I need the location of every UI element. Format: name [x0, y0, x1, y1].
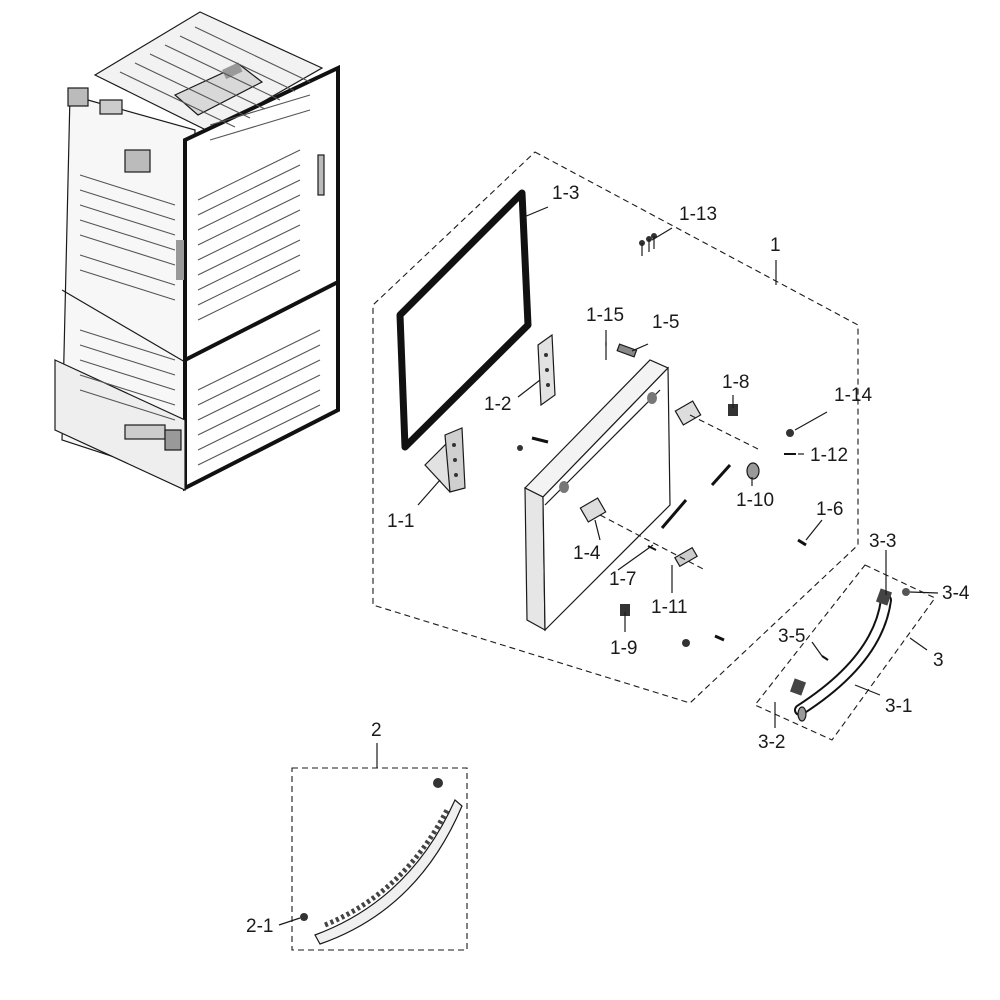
- upper-hinge-plate: [674, 400, 702, 426]
- refrigerator-cabinet: [54, 11, 340, 492]
- callout-3-4: 3-4: [942, 583, 970, 604]
- callout-1-4: 1-4: [573, 543, 601, 564]
- cap-1-9: [620, 604, 630, 616]
- rod-1-7: [660, 499, 688, 529]
- callout-labels: 1 1-1 1-2 1-3 1-4 1-5 1-6 1-7 1-8 1-9 1-…: [246, 183, 970, 937]
- callout-3-1: 3-1: [885, 696, 912, 717]
- screw-small-b: [682, 639, 690, 647]
- callout-3-2: 3-2: [758, 732, 785, 753]
- door-handle-part: [789, 588, 910, 722]
- callout-3: 3: [933, 650, 944, 671]
- callout-1-11: 1-11: [651, 597, 688, 618]
- callout-2: 2: [371, 720, 382, 741]
- stopper-1-5: [616, 343, 638, 358]
- callout-2-1: 2-1: [246, 916, 273, 937]
- callout-1-15: 1-15: [586, 305, 624, 326]
- callout-1-7: 1-7: [609, 569, 636, 590]
- pin-small-1-7: [647, 545, 657, 551]
- assembly-3-boundary: [754, 564, 936, 741]
- assembly-2-boundary: [291, 767, 468, 951]
- hinge-plate-1-11: [674, 546, 698, 568]
- screw-set-1-13: [639, 233, 657, 256]
- callout-1-1: 1-1: [387, 511, 414, 532]
- callout-1-14: 1-14: [834, 385, 872, 406]
- callout-1-2: 1-2: [484, 394, 511, 415]
- upper-hinge-bracket-part: [537, 333, 556, 407]
- screw-small-a: [517, 445, 523, 451]
- callout-1-9: 1-9: [610, 638, 637, 659]
- washer-1-10: [746, 462, 760, 480]
- callout-1-12: 1-12: [810, 445, 848, 466]
- callout-1-13: 1-13: [679, 204, 717, 225]
- callout-1-6: 1-6: [816, 499, 843, 520]
- leader-lines: [278, 206, 939, 926]
- screw-1-14: [786, 429, 794, 437]
- drawer-handle-part: [300, 778, 463, 945]
- callout-3-5: 3-5: [778, 626, 805, 647]
- door-panel-part: [523, 359, 671, 632]
- cap-1-8: [728, 404, 738, 416]
- rod-upper: [710, 463, 732, 487]
- callout-3-3: 3-3: [869, 531, 896, 552]
- callout-1-5: 1-5: [652, 312, 679, 333]
- screw-1-6: [797, 538, 807, 547]
- clip-small-a: [531, 436, 549, 444]
- lower-hinge-plate-1-4: [579, 497, 607, 523]
- assembly-1-axis-lines: [599, 414, 761, 571]
- callout-1-10: 1-10: [736, 490, 774, 511]
- callout-1: 1: [770, 235, 781, 256]
- callout-1-8: 1-8: [722, 372, 749, 393]
- door-gasket-part: [396, 189, 532, 451]
- clip-small-b: [714, 634, 725, 642]
- callout-1-3: 1-3: [552, 183, 579, 204]
- lower-hinge-bracket-part: [424, 427, 466, 493]
